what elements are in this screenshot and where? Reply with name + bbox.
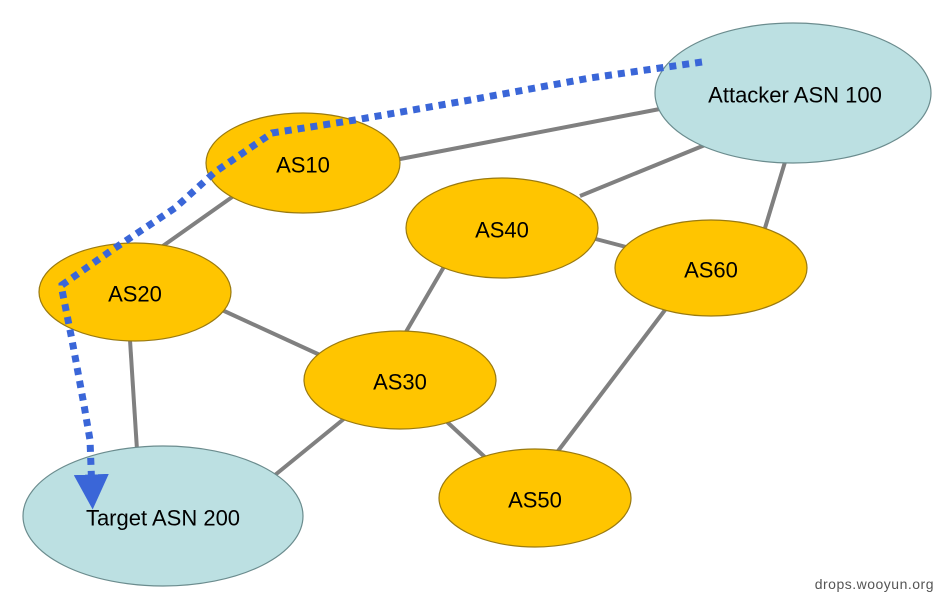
node-attacker-label: Attacker ASN 100	[708, 83, 882, 108]
node-as20[interactable]: AS20	[38, 242, 232, 342]
node-as60-label: AS60	[684, 258, 738, 283]
node-as10[interactable]: AS10	[205, 112, 401, 214]
watermark-text: drops.wooyun.org	[814, 576, 934, 592]
node-as40[interactable]: AS40	[405, 177, 599, 279]
edge-as30-as50	[443, 418, 490, 462]
edge-as40-as30	[401, 263, 447, 339]
node-as30[interactable]: AS30	[303, 330, 497, 430]
edge-as30-target	[273, 416, 347, 477]
node-target-label: Target ASN 200	[86, 506, 240, 531]
node-as50[interactable]: AS50	[438, 448, 632, 548]
edge-as20-as30	[221, 308, 321, 357]
edge-as40-attacker	[579, 143, 706, 198]
hijack-path-arrow	[58, 58, 703, 510]
edge-as20-target	[128, 339, 139, 451]
edge-layer	[128, 106, 787, 477]
node-as50-label: AS50	[508, 488, 562, 513]
node-as60[interactable]: AS60	[614, 219, 808, 317]
edge-as60-attacker	[763, 161, 787, 229]
node-target[interactable]: Target ASN 200	[22, 445, 304, 587]
edge-as40-as60	[591, 236, 631, 250]
node-as20-label: AS20	[108, 282, 162, 307]
node-attacker[interactable]: Attacker ASN 100	[654, 22, 932, 164]
node-as10-label: AS10	[276, 153, 330, 178]
edge-as10-attacker	[394, 106, 666, 162]
node-as30-label: AS30	[373, 370, 427, 395]
edge-as60-as50	[553, 308, 667, 457]
node-as40-label: AS40	[475, 218, 529, 243]
edge-as10-as20	[158, 193, 237, 250]
